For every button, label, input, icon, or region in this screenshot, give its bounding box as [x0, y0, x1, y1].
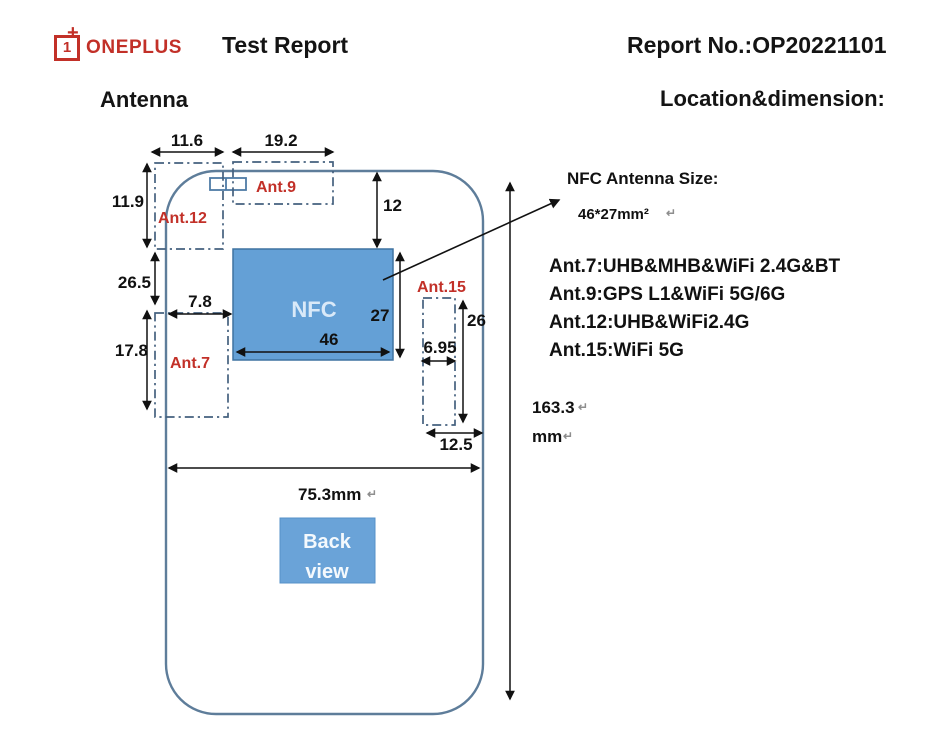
- body-width-label: 75.3mm: [298, 485, 361, 504]
- ant9-region: [232, 161, 334, 205]
- back-view-label-line1: Back: [303, 531, 352, 553]
- ant7-label: Ant.7: [170, 355, 210, 372]
- dim-27-label: 27: [371, 306, 390, 325]
- oneplus-brand-text: ONEPLUS: [86, 37, 183, 58]
- dim-17-8-label: 17.8: [115, 341, 148, 360]
- report-number: Report No.:OP20221101: [627, 32, 887, 58]
- back-view-label-line2: view: [305, 561, 349, 583]
- dim-7-8-label: 7.8: [188, 292, 212, 311]
- nfc-label: NFC: [291, 297, 336, 322]
- back-view-box: [279, 517, 376, 584]
- ant9-label: Ant.9: [256, 179, 296, 196]
- antenna-note-ant9: Ant.9:GPS L1&WiFi 5G/6G: [549, 284, 785, 305]
- dim-12-5-label: 12.5: [439, 435, 472, 454]
- dim-26-5-label: 26.5: [118, 273, 151, 292]
- dim-26-label: 26: [467, 311, 486, 330]
- phone-body-outline: [164, 169, 485, 716]
- return-mark: ↵: [578, 400, 588, 414]
- antenna-note-ant15: Ant.15:WiFi 5G: [549, 340, 684, 361]
- body-height-label: 163.3: [532, 398, 575, 417]
- nfc-antenna-rect: [232, 248, 394, 361]
- nfc-size-value: 46*27mm²: [578, 206, 649, 223]
- dim-46-label: 46: [320, 330, 339, 349]
- page-title: Test Report: [222, 32, 349, 58]
- body-height-unit-label: mm: [532, 427, 562, 446]
- return-mark: ↵: [563, 429, 573, 443]
- oneplus-logo-one: 1: [62, 39, 72, 56]
- dim-6-95-label: 6.95: [423, 338, 456, 357]
- ant12-region: [154, 162, 224, 250]
- ant15-label: Ant.15: [417, 279, 466, 296]
- section-title-antenna: Antenna: [100, 87, 188, 112]
- top-antenna-element: [209, 177, 247, 191]
- nfc-size-title: NFC Antenna Size:: [567, 169, 718, 188]
- return-mark: ↵: [666, 206, 676, 220]
- dim-11-6-label: 11.6: [171, 131, 203, 150]
- ant12-label: Ant.12: [158, 210, 207, 227]
- dim-11-9-label: 11.9: [112, 192, 144, 211]
- oneplus-logo-square: 1: [54, 35, 80, 61]
- antenna-note-ant12: Ant.12:UHB&WiFi2.4G: [549, 312, 749, 333]
- antenna-note-ant7: Ant.7:UHB&MHB&WiFi 2.4G&BT: [549, 256, 841, 277]
- dim-19-2-label: 19.2: [264, 131, 297, 150]
- ant7-region: [154, 312, 229, 418]
- return-mark: ↵: [367, 487, 377, 501]
- dim-12-label: 12: [383, 196, 402, 215]
- oneplus-logo-plus-icon: +: [67, 22, 79, 44]
- nfc-callout-arrow: [382, 198, 561, 281]
- section-title-location-dimension: Location&dimension:: [660, 86, 885, 111]
